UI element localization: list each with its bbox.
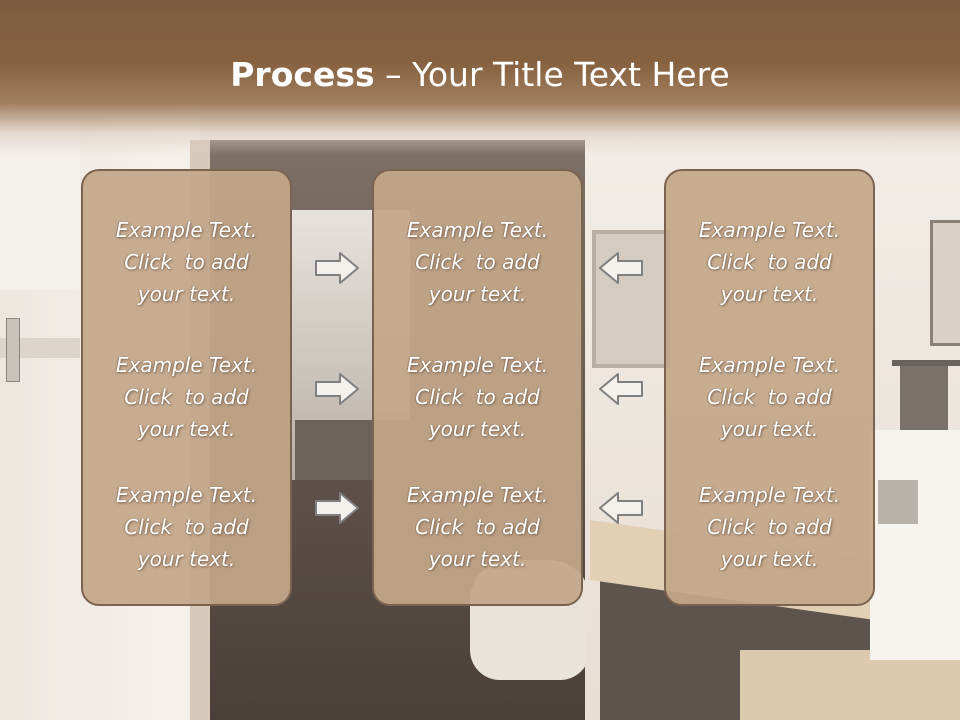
text-line: Example Text.	[698, 218, 841, 242]
text-block[interactable]: Example Text. Click to add your text.	[374, 349, 581, 445]
slide-title[interactable]: Process – Your Title Text Here	[0, 55, 960, 94]
text-line: Example Text.	[698, 483, 841, 507]
text-block[interactable]: Example Text. Click to add your text.	[666, 214, 873, 310]
text-block[interactable]: Example Text. Click to add your text.	[374, 479, 581, 575]
text-line: Example Text.	[115, 218, 258, 242]
text-line: your text.	[137, 417, 236, 441]
text-line: Example Text.	[406, 218, 549, 242]
text-block[interactable]: Example Text. Click to add your text.	[666, 349, 873, 445]
text-line: your text.	[137, 282, 236, 306]
text-line: Example Text.	[115, 483, 258, 507]
text-line: Example Text.	[698, 353, 841, 377]
text-line: your text.	[720, 417, 819, 441]
text-line: Click to add	[415, 250, 540, 274]
right-arrow-icon	[315, 373, 359, 405]
text-line: Click to add	[124, 385, 249, 409]
text-block[interactable]: Example Text. Click to add your text.	[666, 479, 873, 575]
text-line: your text.	[428, 547, 527, 571]
text-line: Click to add	[124, 515, 249, 539]
text-line: Click to add	[415, 385, 540, 409]
text-line: your text.	[720, 282, 819, 306]
text-line: Example Text.	[406, 483, 549, 507]
text-line: your text.	[428, 417, 527, 441]
process-box-3[interactable]: Example Text. Click to add your text. Ex…	[664, 169, 875, 606]
text-block[interactable]: Example Text. Click to add your text.	[83, 479, 290, 575]
text-line: Example Text.	[115, 353, 258, 377]
header-band: Process – Your Title Text Here	[0, 0, 960, 155]
text-line: Click to add	[707, 515, 832, 539]
right-arrow-icon	[315, 252, 359, 284]
title-rest: – Your Title Text Here	[374, 55, 730, 94]
text-line: Click to add	[707, 385, 832, 409]
text-line: your text.	[720, 547, 819, 571]
text-block[interactable]: Example Text. Click to add your text.	[374, 214, 581, 310]
text-line: your text.	[137, 547, 236, 571]
text-line: Click to add	[707, 250, 832, 274]
process-box-2[interactable]: Example Text. Click to add your text. Ex…	[372, 169, 583, 606]
text-block[interactable]: Example Text. Click to add your text.	[83, 214, 290, 310]
text-line: Click to add	[124, 250, 249, 274]
text-line: Click to add	[415, 515, 540, 539]
left-arrow-icon	[599, 373, 643, 405]
text-line: your text.	[428, 282, 527, 306]
left-arrow-icon	[599, 492, 643, 524]
text-line: Example Text.	[406, 353, 549, 377]
title-bold: Process	[230, 55, 375, 94]
left-arrow-icon	[599, 252, 643, 284]
text-block[interactable]: Example Text. Click to add your text.	[83, 349, 290, 445]
process-box-1[interactable]: Example Text. Click to add your text. Ex…	[81, 169, 292, 606]
right-arrow-icon	[315, 492, 359, 524]
